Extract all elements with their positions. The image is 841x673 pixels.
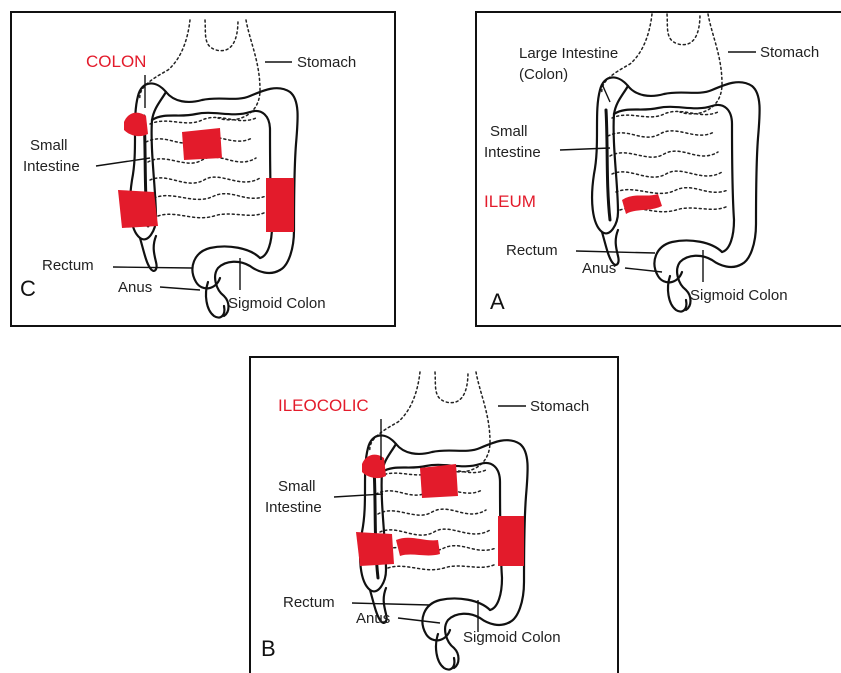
panel-b-anus-label: Anus	[356, 610, 390, 627]
panel-a-anus-label: Anus	[582, 260, 616, 277]
panel-c-lesion-descending	[266, 178, 294, 232]
panel-b-stomach-label: Stomach	[530, 398, 589, 415]
panel-c: COLON Stomach Small Intestine C Rectum A…	[11, 12, 395, 326]
panel-a-large-intestine-label-2: (Colon)	[519, 66, 568, 83]
panel-c-letter: C	[20, 276, 36, 301]
panel-a-small-intestine-label-2: Intestine	[484, 144, 541, 161]
panel-a: Large Intestine (Colon) Stomach Small In…	[476, 12, 841, 326]
panel-c-anus-label: Anus	[118, 279, 152, 296]
panel-c-stomach-label: Stomach	[297, 54, 356, 71]
panel-a-small-intestine-label-1: Small	[490, 123, 528, 140]
panel-b-lesion-ileum	[396, 538, 440, 556]
panel-b-lesion-transverse	[420, 464, 458, 498]
panel-c-rectum-label: Rectum	[42, 257, 94, 274]
panel-b-small-intestine-label-2: Intestine	[265, 499, 322, 516]
panel-b-lesion-descending	[498, 516, 524, 566]
panel-c-small-intestine-label-1: Small	[30, 137, 68, 154]
panel-c-small-intestine-label-2: Intestine	[23, 158, 80, 175]
panel-b-sigmoid-label: Sigmoid Colon	[463, 629, 561, 646]
panel-a-letter: A	[490, 289, 505, 314]
panel-c-title: COLON	[86, 52, 146, 71]
panel-a-sigmoid-label: Sigmoid Colon	[690, 287, 788, 304]
panel-b-letter: B	[261, 636, 276, 661]
panel-b-title: ILEOCOLIC	[278, 396, 369, 415]
panel-a-title: ILEUM	[484, 192, 536, 211]
panel-c-sigmoid-label: Sigmoid Colon	[228, 295, 326, 312]
panel-c-lesion-transverse	[182, 128, 222, 160]
panel-b-lesion-ascending	[356, 532, 394, 566]
panel-b-small-intestine-label-1: Small	[278, 478, 316, 495]
panel-b-rectum-label: Rectum	[283, 594, 335, 611]
panel-b: ILEOCOLIC Stomach Small Intestine Rectum…	[250, 357, 618, 673]
panel-a-large-intestine-label-1: Large Intestine	[519, 45, 618, 62]
panel-c-lesion-ascending	[118, 190, 158, 228]
panel-a-stomach-label: Stomach	[760, 44, 819, 61]
panel-a-rectum-label: Rectum	[506, 242, 558, 259]
